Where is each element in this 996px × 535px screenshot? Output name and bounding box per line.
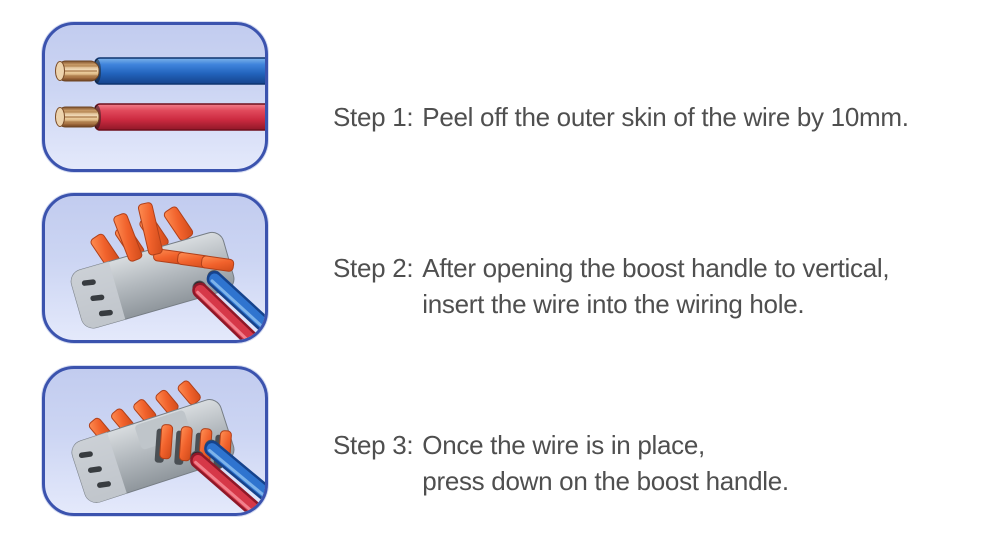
step-2-line-2: insert the wire into the wiring hole.: [422, 289, 805, 319]
step-1-line-1: Peel off the outer skin of the wire by 1…: [422, 102, 909, 132]
step-3-line-2: press down on the boost handle.: [422, 466, 789, 496]
step-2-text: Step 2: After opening the boost handle t…: [333, 250, 890, 322]
connector-closed-illustration: [71, 380, 265, 513]
connector-open-illustration: [70, 202, 265, 340]
step-3-label: Step 3:: [333, 430, 414, 460]
panel-step-1: [42, 22, 268, 172]
step-3-line-1: Once the wire is in place,: [422, 430, 705, 460]
step-2-label: Step 2:: [333, 253, 414, 283]
step-1-text: Step 1: Peel off the outer skin of the w…: [333, 99, 909, 135]
panel-step-3: [42, 366, 268, 516]
step-1-label: Step 1:: [333, 102, 414, 132]
step-3-text: Step 3: Once the wire is in place, press…: [333, 427, 789, 499]
step-2-line-1: After opening the boost handle to vertic…: [422, 253, 890, 283]
blue-wire: [55, 57, 265, 85]
stripped-wires-illustration: [55, 57, 265, 131]
panel-step-2: [42, 193, 268, 343]
red-wire: [55, 103, 265, 131]
